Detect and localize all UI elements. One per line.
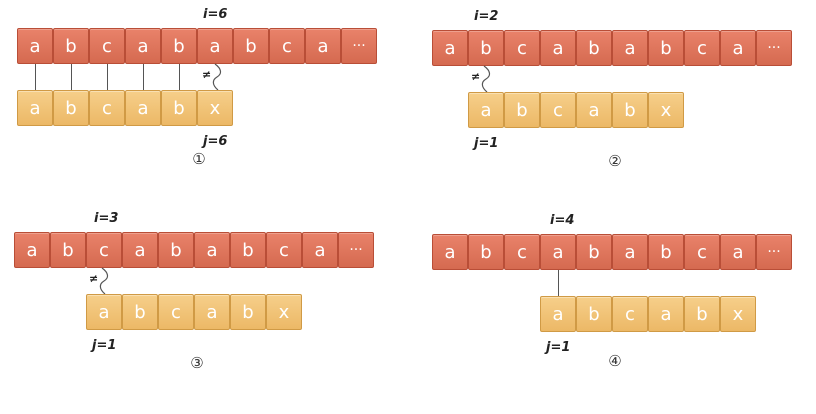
main-cell: b bbox=[648, 234, 684, 270]
main-cell: c bbox=[504, 234, 540, 270]
pattern-cell: b bbox=[504, 92, 540, 128]
main-cell: a bbox=[432, 234, 468, 270]
main-cell: a bbox=[540, 30, 576, 66]
pattern-cell: a bbox=[86, 294, 122, 330]
i-pointer-label: i=6 bbox=[203, 7, 228, 22]
main-cell: b bbox=[576, 234, 612, 270]
not-equal-sign: ≠ bbox=[471, 70, 481, 83]
main-cell: c bbox=[266, 232, 302, 268]
main-cell: a bbox=[194, 232, 230, 268]
main-cell: c bbox=[504, 30, 540, 66]
main-cell: a bbox=[612, 234, 648, 270]
main-cell: a bbox=[197, 28, 233, 64]
main-cell: a bbox=[14, 232, 50, 268]
pattern-cell: b bbox=[684, 296, 720, 332]
j-pointer-label: j=6 bbox=[203, 134, 228, 149]
pattern-cell: x bbox=[648, 92, 684, 128]
step-number: ③ bbox=[190, 354, 204, 372]
match-line bbox=[35, 64, 36, 90]
main-cell: c bbox=[684, 234, 720, 270]
step-number: ① bbox=[192, 150, 206, 168]
mismatch-squiggle bbox=[99, 267, 109, 295]
main-cell: c bbox=[269, 28, 305, 64]
main-cell: a bbox=[540, 234, 576, 270]
pattern-cell: x bbox=[720, 296, 756, 332]
step-number: ④ bbox=[608, 352, 622, 370]
j-pointer-label: j=1 bbox=[546, 340, 571, 355]
main-cell: ··· bbox=[756, 30, 792, 66]
main-cell: b bbox=[468, 234, 504, 270]
match-line bbox=[71, 64, 72, 90]
pattern-cell: a bbox=[648, 296, 684, 332]
main-cell: a bbox=[720, 30, 756, 66]
main-cell: ··· bbox=[756, 234, 792, 270]
main-cell: ··· bbox=[338, 232, 374, 268]
j-pointer-label: j=1 bbox=[474, 136, 499, 151]
match-line bbox=[179, 64, 180, 90]
mismatch-squiggle bbox=[481, 65, 491, 93]
main-cell: a bbox=[17, 28, 53, 64]
pattern-cell: c bbox=[540, 92, 576, 128]
pattern-cell: b bbox=[230, 294, 266, 330]
pattern-cell: b bbox=[161, 90, 197, 126]
i-pointer-label: i=2 bbox=[474, 9, 499, 24]
main-cell: b bbox=[233, 28, 269, 64]
pattern-cell: a bbox=[540, 296, 576, 332]
main-cell: b bbox=[53, 28, 89, 64]
main-cell: a bbox=[305, 28, 341, 64]
match-line bbox=[143, 64, 144, 90]
main-cell: b bbox=[468, 30, 504, 66]
pattern-cell: c bbox=[612, 296, 648, 332]
main-cell: c bbox=[684, 30, 720, 66]
main-cell: a bbox=[122, 232, 158, 268]
main-cell: c bbox=[86, 232, 122, 268]
pattern-cell: b bbox=[612, 92, 648, 128]
main-cell: ··· bbox=[341, 28, 377, 64]
not-equal-sign: ≠ bbox=[202, 68, 212, 81]
mismatch-squiggle bbox=[212, 63, 222, 91]
step-number: ② bbox=[608, 152, 622, 170]
j-pointer-label: j=1 bbox=[92, 338, 117, 353]
match-line bbox=[558, 270, 559, 296]
i-pointer-label: i=4 bbox=[550, 213, 575, 228]
match-line bbox=[107, 64, 108, 90]
main-cell: a bbox=[125, 28, 161, 64]
pattern-cell: x bbox=[266, 294, 302, 330]
pattern-cell: c bbox=[158, 294, 194, 330]
pattern-cell: a bbox=[576, 92, 612, 128]
i-pointer-label: i=3 bbox=[94, 211, 119, 226]
main-cell: a bbox=[612, 30, 648, 66]
pattern-cell: a bbox=[468, 92, 504, 128]
main-cell: b bbox=[161, 28, 197, 64]
main-cell: b bbox=[50, 232, 86, 268]
pattern-cell: b bbox=[122, 294, 158, 330]
main-cell: a bbox=[302, 232, 338, 268]
pattern-cell: x bbox=[197, 90, 233, 126]
main-cell: a bbox=[432, 30, 468, 66]
main-cell: b bbox=[576, 30, 612, 66]
pattern-cell: a bbox=[17, 90, 53, 126]
main-cell: b bbox=[158, 232, 194, 268]
pattern-cell: b bbox=[53, 90, 89, 126]
not-equal-sign: ≠ bbox=[89, 272, 99, 285]
pattern-cell: a bbox=[194, 294, 230, 330]
main-cell: a bbox=[720, 234, 756, 270]
main-cell: b bbox=[648, 30, 684, 66]
pattern-cell: a bbox=[125, 90, 161, 126]
main-cell: b bbox=[230, 232, 266, 268]
pattern-cell: c bbox=[89, 90, 125, 126]
pattern-cell: b bbox=[576, 296, 612, 332]
main-cell: c bbox=[89, 28, 125, 64]
